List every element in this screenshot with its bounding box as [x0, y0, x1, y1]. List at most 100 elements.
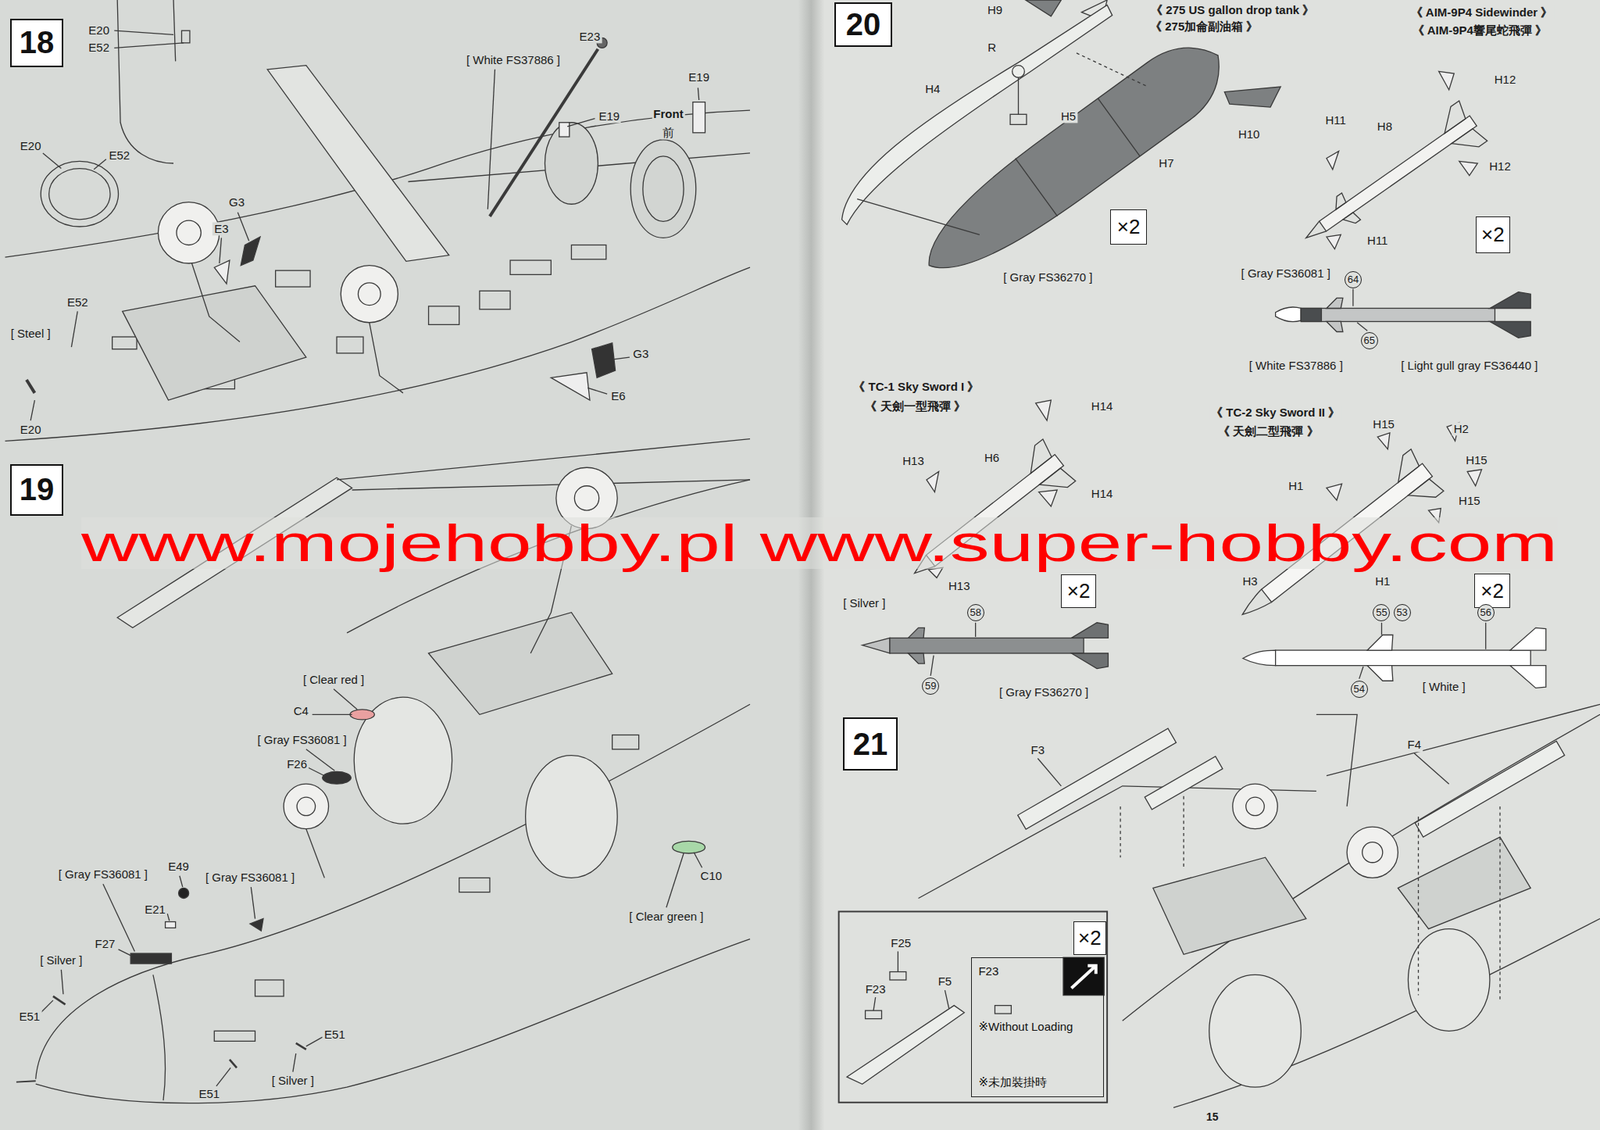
step20-drawing	[1326, 297, 1343, 308]
step19-drawing	[179, 875, 183, 887]
step19-drawing	[666, 853, 684, 908]
step-number: 21	[853, 726, 889, 762]
step21-drawing	[1209, 974, 1302, 1087]
step19-drawing	[307, 767, 325, 775]
step19-drawing	[306, 1036, 323, 1047]
color-note: [ Gray FS36270 ]	[997, 685, 1090, 699]
part-label: H5	[1059, 109, 1078, 123]
part-label: F25	[889, 935, 913, 950]
step20-drawing	[1292, 100, 1488, 258]
step20-drawing	[1357, 322, 1368, 331]
color-note: [ White FS37886 ]	[464, 53, 562, 67]
step-number-box: 18	[10, 18, 64, 68]
step20-drawing	[842, 0, 1547, 688]
step18-drawing	[267, 65, 449, 262]
part-label: H7	[1157, 156, 1175, 170]
callout-number: 65	[1360, 332, 1379, 350]
step21-drawing	[1346, 826, 1398, 878]
step19-drawing	[16, 1080, 36, 1082]
step20-drawing	[907, 26, 1240, 295]
step19-drawing	[118, 949, 132, 956]
step20-drawing	[1326, 150, 1340, 170]
section-heading: Front	[651, 107, 685, 122]
part-label: E19	[686, 71, 711, 85]
callout-number: 64	[1344, 271, 1362, 289]
step18-drawing	[487, 69, 495, 210]
step21-drawing	[839, 703, 1600, 1108]
step20-drawing	[907, 653, 925, 664]
step20-drawing	[1434, 100, 1471, 134]
step20-drawing	[1224, 86, 1281, 108]
step20-drawing	[907, 26, 1240, 295]
part-label: E3	[212, 221, 230, 236]
part-label: F5	[936, 975, 954, 989]
part-label: H11	[1324, 113, 1348, 127]
color-note: [ Steel ]	[9, 326, 53, 340]
color-note: [ White ]	[1421, 679, 1468, 693]
part-label: E21	[142, 902, 168, 916]
step21-drawing	[1499, 806, 1500, 1000]
step-number-box: 19	[10, 464, 64, 515]
step20-drawing	[1025, 0, 1062, 17]
part-label: E6	[609, 389, 627, 403]
step21-drawing	[994, 1005, 1011, 1014]
step-number: 18	[19, 25, 55, 61]
step19-drawing	[352, 479, 750, 490]
step21-drawing	[1173, 918, 1600, 1108]
color-note: [ Gray FS36081 ]	[255, 732, 348, 747]
step18-drawing	[567, 118, 595, 127]
step19-drawing	[459, 877, 490, 892]
color-note: [ Gray FS36081 ]	[203, 871, 297, 885]
page-number: 15	[1204, 1110, 1221, 1123]
part-label: C10	[699, 868, 725, 883]
step19-drawing	[178, 887, 190, 898]
step19-drawing	[296, 796, 316, 816]
step19-drawing	[130, 953, 172, 964]
step19-drawing	[296, 1042, 307, 1050]
part-label: H12	[1492, 72, 1518, 86]
section-heading: 《 TC-2 Sky Sword II 》	[1209, 405, 1342, 419]
step20-drawing	[857, 199, 980, 236]
step19-drawing	[250, 886, 255, 918]
part-label: E20	[86, 24, 111, 38]
step19-drawing	[165, 921, 176, 929]
step18-drawing	[192, 263, 240, 343]
step18-drawing	[592, 342, 616, 378]
part-label: H12	[1487, 159, 1513, 173]
step20-drawing	[1326, 321, 1343, 332]
callout-number: 58	[967, 603, 985, 622]
step21-drawing	[1122, 714, 1600, 1021]
step19-drawing	[612, 734, 640, 749]
step20-drawing	[1326, 234, 1341, 249]
step20-drawing	[1359, 666, 1364, 679]
part-label: E19	[596, 109, 622, 123]
step-number: 19	[19, 471, 55, 508]
quantity: ×2	[1481, 222, 1505, 247]
part-label: E49	[166, 859, 191, 873]
step18-drawing	[489, 49, 598, 217]
quantity-box: ×2	[1474, 573, 1511, 608]
step20-drawing	[1451, 125, 1488, 159]
color-note: [ White FS37886 ]	[1247, 358, 1345, 372]
step18-drawing	[510, 260, 551, 275]
step18-drawing	[357, 282, 381, 306]
step18-drawing	[613, 357, 630, 360]
step20-drawing	[907, 627, 925, 638]
part-label: H1	[1286, 478, 1305, 493]
step19-drawing	[60, 969, 64, 994]
step20-drawing	[1352, 289, 1354, 307]
step21-drawing	[1246, 796, 1265, 816]
step21-drawing	[1326, 703, 1600, 775]
step20-drawing	[1408, 476, 1444, 511]
step21-drawing	[889, 971, 907, 980]
part-label: H13	[900, 454, 926, 468]
step20-drawing	[1302, 221, 1326, 243]
step18-drawing	[176, 220, 201, 245]
step20-drawing	[1018, 439, 1055, 474]
step18-drawing	[114, 30, 174, 35]
callout-number: 53	[1393, 603, 1411, 622]
step20-drawing	[928, 567, 943, 578]
step18-drawing	[479, 290, 511, 310]
part-label: E20	[18, 422, 43, 436]
